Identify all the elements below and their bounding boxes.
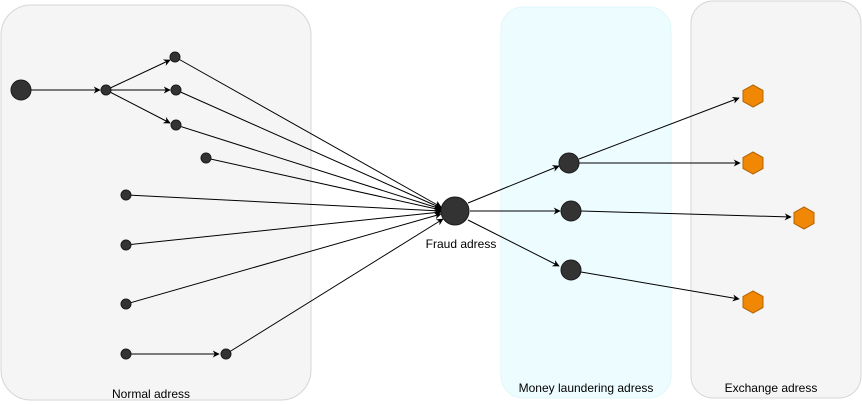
exchange-address-label: Exchange adress [725, 381, 818, 395]
money-laundering-region [500, 6, 672, 399]
edge-node-e-to-fraud [125, 194, 442, 215]
edge-hub-to-node-a [105, 59, 171, 91]
normal-node-a[interactable] [169, 51, 181, 63]
edge-node-b-to-fraud [175, 89, 442, 209]
normal-node-b[interactable] [170, 84, 182, 96]
edge-node-c-to-fraud [175, 124, 442, 211]
normal-edges [27, 59, 220, 358]
normal-node-e[interactable] [120, 189, 132, 201]
edges-fraud-to-laundering [467, 165, 561, 267]
laundering-node-middle[interactable] [560, 200, 582, 222]
normal-node-d[interactable] [200, 152, 212, 164]
edge-launder-middle-to-exchange-3 [580, 210, 792, 221]
money-laundering-label: Money laundering adress [519, 381, 654, 395]
edge-node-a-to-fraud [174, 56, 442, 208]
normal-node-g[interactable] [120, 298, 132, 310]
exchange-hexagon-1[interactable] [742, 84, 764, 108]
edge-node-g-to-fraud [125, 212, 442, 305]
normal-nodes [10, 51, 232, 360]
edges-to-fraud [125, 56, 444, 355]
edges-laundering-to-exchange [578, 96, 792, 302]
edge-launder-top-to-exchange-1 [578, 96, 740, 160]
exchange-hexagon-4[interactable] [742, 290, 764, 314]
edge-hub-to-node-c [105, 89, 171, 124]
normal-node-f[interactable] [120, 239, 132, 251]
normal-node-hub[interactable] [100, 84, 112, 96]
edge-node-f-to-fraud [125, 209, 442, 246]
normal-node-h[interactable] [220, 348, 232, 360]
normal-address-label: Normal adress [112, 387, 190, 401]
normal-node-c[interactable] [170, 119, 182, 131]
edge-fraud-to-launder-bottom [467, 219, 560, 267]
fraud-node[interactable] [440, 196, 470, 226]
exchange-hexagon-2[interactable] [742, 151, 764, 175]
normal-address-region [0, 4, 312, 401]
exchange-address-region [690, 0, 862, 399]
fraud-address-label: Fraud adress [426, 237, 497, 251]
laundering-node-bottom[interactable] [560, 259, 582, 281]
edge-node-h-to-fraud [225, 218, 444, 355]
exchange-nodes [742, 84, 815, 314]
edge-launder-bottom-to-exchange-4 [580, 271, 740, 302]
laundering-nodes [558, 152, 582, 281]
normal-node-source[interactable] [10, 79, 32, 101]
exchange-hexagon-3[interactable] [793, 206, 815, 230]
edge-fraud-to-launder-top [467, 165, 560, 204]
edge-node-d-to-fraud [205, 157, 442, 213]
laundering-node-top[interactable] [558, 152, 580, 174]
normal-node-bottom-left[interactable] [120, 348, 132, 360]
